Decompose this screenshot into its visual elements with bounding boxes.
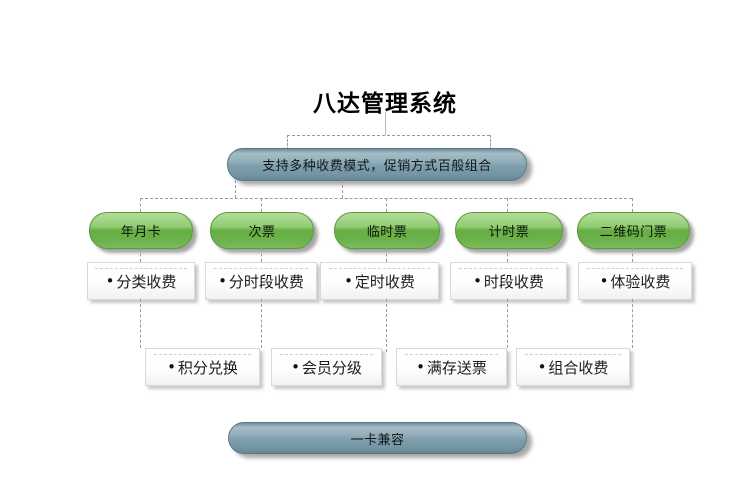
item-label: 体验收费 <box>610 272 671 291</box>
bullet-icon: • <box>473 272 482 290</box>
node-year-month-card: 年月卡 <box>89 212 193 249</box>
bullet-icon: • <box>416 358 425 376</box>
item-label: 分类收费 <box>116 272 177 291</box>
bullet-icon: • <box>218 272 227 290</box>
item-label: 分时段收费 <box>228 272 304 291</box>
bullet-icon: • <box>291 358 300 376</box>
top-banner: 支持多种收费模式，促销方式百般组合 <box>227 148 527 181</box>
item-label: 时段收费 <box>483 272 544 291</box>
item-scheduled-charge: • 定时收费 <box>320 262 439 300</box>
bottom-banner: 一卡兼容 <box>228 422 527 454</box>
connector-link-1 <box>140 248 141 262</box>
connector-link-3 <box>386 248 387 262</box>
connector-riser-1 <box>235 180 236 198</box>
item-label: 定时收费 <box>354 272 415 291</box>
connector-bracket-top <box>287 135 490 136</box>
connector-drop-5 <box>632 198 633 212</box>
item-points-exchange: • 积分兑换 <box>145 348 260 386</box>
connector-down-3 <box>386 299 387 352</box>
node-qrcode-ticket: 二维码门票 <box>577 212 690 249</box>
connector-drop-2 <box>261 198 262 212</box>
connector-down-4 <box>507 299 508 348</box>
item-timeslot-charge: • 分时段收费 <box>205 262 317 300</box>
item-period-charge: • 时段收费 <box>450 262 567 300</box>
item-category-charge: • 分类收费 <box>87 262 195 300</box>
top-banner-label: 支持多种收费模式，促销方式百般组合 <box>262 159 492 174</box>
connector-title-line <box>385 112 386 135</box>
connector-drop-1 <box>140 198 141 212</box>
item-combo-charge: • 组合收费 <box>516 348 630 386</box>
node-label: 计时票 <box>488 225 530 240</box>
item-label: 积分兑换 <box>177 358 238 377</box>
bullet-icon: • <box>599 272 609 290</box>
node-timed-ticket: 计时票 <box>455 212 563 249</box>
connector-down-2 <box>261 299 262 348</box>
bullet-icon: • <box>167 358 176 376</box>
connector-drop-4 <box>507 198 508 212</box>
connector-down-5 <box>632 299 633 348</box>
connector-riser-2 <box>342 180 343 198</box>
node-label: 临时票 <box>366 225 408 240</box>
item-trial-charge: • 体验收费 <box>578 262 692 300</box>
connector-link-5 <box>632 248 633 262</box>
bottom-banner-label: 一卡兼容 <box>350 432 405 448</box>
node-single-ticket: 次票 <box>210 212 314 249</box>
page-title: 八达管理系统 <box>313 91 457 117</box>
item-label: 会员分级 <box>301 358 362 377</box>
connector-link-4 <box>507 248 508 262</box>
item-label: 满存送票 <box>426 358 487 377</box>
bullet-icon: • <box>105 272 115 290</box>
connector-down-1 <box>140 299 141 348</box>
node-label: 二维码门票 <box>599 225 668 240</box>
connector-bracket-left <box>287 135 288 150</box>
connector-drop-3 <box>386 198 387 212</box>
bullet-icon: • <box>344 272 353 290</box>
node-temporary-ticket: 临时票 <box>334 212 440 249</box>
node-label: 年月卡 <box>120 225 162 240</box>
bullet-icon: • <box>537 358 547 376</box>
item-member-tiers: • 会员分级 <box>271 348 382 386</box>
node-label: 次票 <box>248 225 276 240</box>
item-label: 组合收费 <box>548 358 609 377</box>
connector-bracket-right <box>490 135 491 150</box>
connector-link-2 <box>261 248 262 262</box>
item-deposit-bonus-ticket: • 满存送票 <box>396 348 507 386</box>
